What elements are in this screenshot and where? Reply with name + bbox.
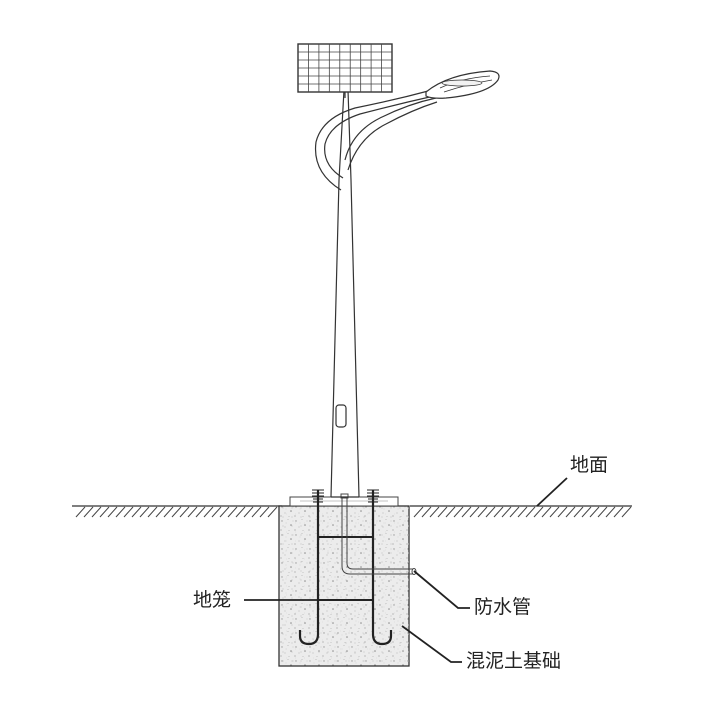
label-waterproof-conduit: 防水管: [474, 596, 532, 618]
lamp-head: [425, 70, 500, 99]
ground-surface: [72, 505, 632, 518]
leader-lines: [244, 477, 568, 663]
lamp-arm: [314, 89, 438, 191]
label-concrete-foundation: 混泥土基础: [466, 650, 562, 672]
anchor-cage: [298, 489, 393, 646]
leader-ground: [536, 477, 568, 507]
solar-panel: [297, 43, 393, 98]
leader-conduit: [413, 570, 470, 609]
label-anchor-cage: 地笼: [193, 589, 232, 611]
label-ground: 地面: [570, 454, 609, 476]
lamp-pole: [330, 89, 360, 498]
leader-foundation: [401, 625, 462, 663]
